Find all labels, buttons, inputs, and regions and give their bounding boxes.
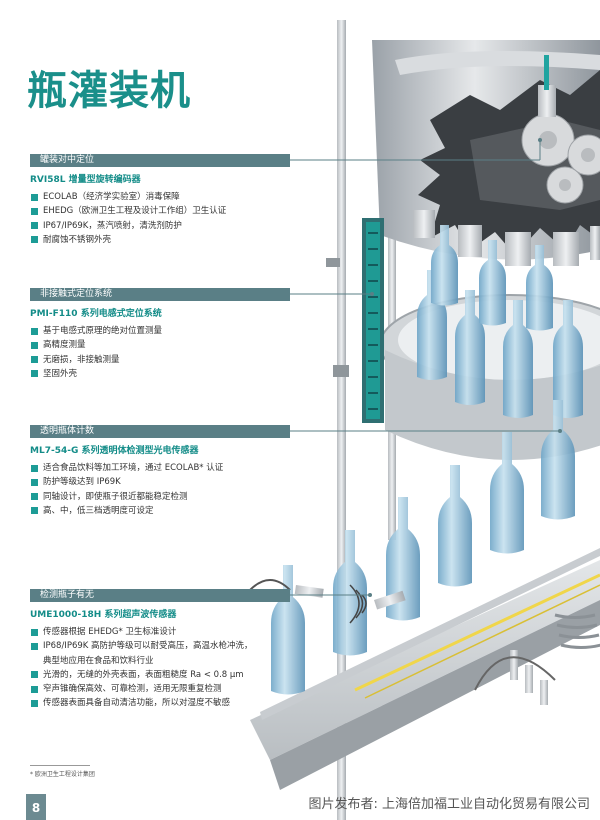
list-item: 窄声锥确保高效、可靠检测，适用无限重复检测: [30, 682, 330, 696]
model-number: RVI58L: [30, 175, 66, 185]
list-item: 无磨损，非接触测量: [30, 353, 330, 367]
list-item: EHEDG（欧洲卫生工程及设计工作组）卫生认证: [30, 204, 330, 218]
list-item: 适合食品饮料等加工环境，通过 ECOLAB* 认证: [30, 461, 330, 475]
list-item: ECOLAB（经济学实验室）消毒保障: [30, 190, 330, 204]
footnote-divider: [30, 765, 90, 766]
list-item: 传感器表面具备自动清洁功能，所以对湿度不敏感: [30, 696, 330, 710]
model-number: PMI-F110: [30, 309, 78, 319]
section-header: 透明瓶体计数: [30, 425, 290, 438]
list-item: 同轴设计，即使瓶子很近都能稳定检测: [30, 490, 330, 504]
list-item: 高精度测量: [30, 338, 330, 352]
feature-list: 适合食品饮料等加工环境，通过 ECOLAB* 认证 防护等级达到 IP69K 同…: [30, 461, 330, 518]
section-positioning: 非接触式定位系统 PMI-F110 系列电感式定位系统 基于电感式原理的绝对位置…: [30, 288, 330, 381]
list-item: 防护等级达到 IP69K: [30, 475, 330, 489]
section-subtitle: PMI-F110 系列电感式定位系统: [30, 306, 330, 319]
section-header: 非接触式定位系统: [30, 288, 290, 301]
list-item: 高、中，低三档透明度可设定: [30, 504, 330, 518]
list-item: 基于电感式原理的绝对位置测量: [30, 324, 330, 338]
section-subtitle: ML7-54-G 系列透明体检测型光电传感器: [30, 443, 330, 456]
section-header: 检测瓶子有无: [30, 589, 290, 602]
model-number: UME1000-18H: [30, 610, 102, 620]
section-subtitle: RVI58L 增量型旋转编码器: [30, 172, 330, 185]
list-item: 传感器根据 EHEDG* 卫生标准设计: [30, 625, 330, 639]
feature-list: ECOLAB（经济学实验室）消毒保障 EHEDG（欧洲卫生工程及设计工作组）卫生…: [30, 190, 330, 247]
section-subtitle: UME1000-18H 系列超声波传感器: [30, 607, 330, 620]
feature-list: 传感器根据 EHEDG* 卫生标准设计 IP68/IP69K 高防护等级可以耐受…: [30, 625, 330, 711]
footnote: * 欧洲卫生工程设计集团: [30, 771, 95, 778]
section-bottle-presence: 检测瓶子有无 UME1000-18H 系列超声波传感器 传感器根据 EHEDG*…: [30, 589, 330, 711]
page-title: 瓶灌装机: [27, 67, 191, 114]
list-item: 光滑的，无缝的外壳表面，表面粗糙度 Ra < 0.8 μm: [30, 668, 330, 682]
product-description: 系列超声波传感器: [101, 610, 177, 620]
section-encoder: 罐装对中定位 RVI58L 增量型旋转编码器 ECOLAB（经济学实验室）消毒保…: [30, 154, 330, 247]
model-number: ML7-54-G: [30, 446, 79, 456]
list-item-continuation: 典型地应用在食品和饮料行业: [43, 655, 154, 666]
product-description: 系列电感式定位系统: [77, 309, 162, 319]
section-bottle-counting: 透明瓶体计数 ML7-54-G 系列透明体检测型光电传感器 适合食品饮料等加工环…: [30, 425, 330, 518]
page-number: 8: [26, 794, 46, 820]
list-item: IP68/IP69K 高防护等级可以耐受高压，高温水枪冲洗，: [30, 639, 330, 653]
product-description: 增量型旋转编码器: [65, 175, 141, 185]
list-item: 坚固外壳: [30, 367, 330, 381]
product-description: 系列透明体检测型光电传感器: [78, 446, 199, 456]
feature-list: 基于电感式原理的绝对位置测量 高精度测量 无磨损，非接触测量 坚固外壳: [30, 324, 330, 381]
list-item: IP67/IP69K，蒸汽喷射，清洗剂防护: [30, 219, 330, 233]
publisher-credit: 图片发布者: 上海倍加福工业自动化贸易有限公司: [308, 797, 590, 812]
section-header: 罐装对中定位: [30, 154, 290, 167]
list-item: 耐腐蚀不锈钢外壳: [30, 233, 330, 247]
